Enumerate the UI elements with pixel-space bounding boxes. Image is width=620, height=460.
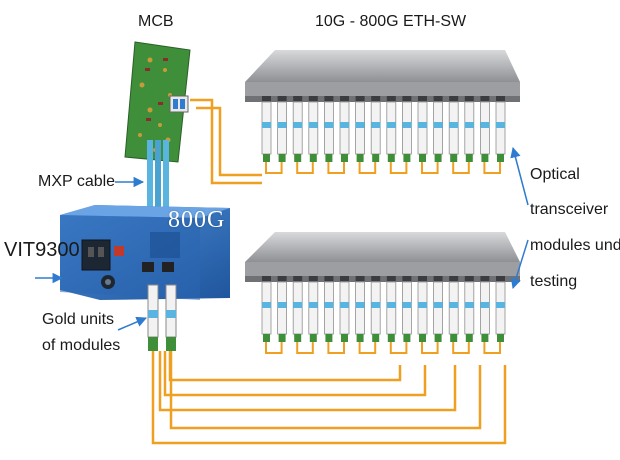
eth-switch-label: 10G - 800G ETH-SW xyxy=(315,13,467,30)
transceiver-module xyxy=(355,101,377,174)
switch-port xyxy=(355,276,365,281)
transceiver-module xyxy=(495,281,506,342)
switch-port xyxy=(464,276,474,281)
transceiver-module xyxy=(464,101,475,162)
arrow-icon xyxy=(35,146,529,331)
switch-port xyxy=(449,276,459,281)
fiber-connections xyxy=(151,98,507,445)
watermark-text: 800G xyxy=(168,207,226,233)
switch-port xyxy=(262,96,271,101)
mxp-cable-label: MXP cable xyxy=(38,173,116,190)
switch-port xyxy=(433,96,443,101)
switch-port xyxy=(449,96,459,101)
power-socket-icon xyxy=(81,239,111,271)
transceiver-module xyxy=(448,281,470,354)
transceiver-module xyxy=(386,281,408,354)
transceiver-module xyxy=(479,101,501,174)
transceiver-module xyxy=(261,101,283,174)
switch-port xyxy=(277,276,287,281)
vit9300-chassis xyxy=(60,205,230,300)
optical-label-line1: Optical xyxy=(530,166,580,183)
transceiver-modules-bottom xyxy=(261,281,506,354)
transceiver-module xyxy=(308,281,319,342)
gold-unit-modules xyxy=(147,284,177,351)
eth-switch-top xyxy=(245,50,520,102)
switch-port xyxy=(340,96,349,101)
mcb-board xyxy=(124,41,191,163)
switch-port xyxy=(371,276,381,281)
transceiver-module xyxy=(261,281,283,354)
transceiver-module xyxy=(339,281,350,342)
switch-port xyxy=(386,96,396,101)
switch-port xyxy=(496,276,505,281)
transceiver-module xyxy=(277,281,288,342)
transceiver-module xyxy=(464,281,475,342)
switch-port xyxy=(324,276,334,281)
fan-icon xyxy=(101,275,115,289)
gold-units-label-line1: Gold units xyxy=(42,311,115,328)
switch-port xyxy=(480,96,490,101)
gold-units-label-line2: of modules xyxy=(42,337,121,354)
transceiver-module xyxy=(355,281,377,354)
switch-port xyxy=(402,276,412,281)
transceiver-module xyxy=(495,101,506,162)
transceiver-module xyxy=(433,101,444,162)
switch-port xyxy=(308,276,318,281)
transceiver-module xyxy=(370,281,381,342)
switch-port xyxy=(433,276,443,281)
switch-port xyxy=(293,276,303,281)
transceiver-module xyxy=(308,101,319,162)
switch-port xyxy=(418,96,427,101)
optical-label-line4: testing xyxy=(530,273,578,290)
transceiver-module xyxy=(292,101,314,174)
switch-port xyxy=(277,96,287,101)
transceiver-module xyxy=(370,101,381,162)
switch-port xyxy=(386,276,396,281)
transceiver-module xyxy=(479,281,501,354)
switch-port xyxy=(340,276,349,281)
transceiver-module xyxy=(323,281,345,354)
transceiver-module xyxy=(401,101,412,162)
switch-port xyxy=(371,96,381,101)
switch-port xyxy=(308,96,318,101)
transceiver-module xyxy=(401,281,412,342)
transceiver-module xyxy=(339,101,350,162)
transceiver-module xyxy=(277,101,288,162)
transceiver-module xyxy=(417,101,439,174)
switch-port xyxy=(496,96,505,101)
transceiver-module xyxy=(292,281,314,354)
transceiver-module xyxy=(386,101,408,174)
transceiver-module xyxy=(433,281,444,342)
switch-port xyxy=(355,96,365,101)
vit9300-label: VIT9300 xyxy=(4,239,80,261)
mcb-label: MCB xyxy=(138,13,174,30)
switch-port xyxy=(262,276,271,281)
switch-port xyxy=(293,96,303,101)
transceiver-module xyxy=(417,281,439,354)
switch-port xyxy=(480,276,490,281)
switch-port xyxy=(402,96,412,101)
mxp-cable xyxy=(147,140,169,218)
switch-port xyxy=(324,96,334,101)
transceiver-module xyxy=(448,101,470,174)
switch-port xyxy=(418,276,427,281)
eth-switch-bottom xyxy=(245,232,520,282)
optical-label-line3: modules under xyxy=(530,237,620,254)
transceiver-modules-top xyxy=(261,101,506,174)
switch-port xyxy=(464,96,474,101)
transceiver-module xyxy=(323,101,345,174)
optical-label-line2: transceiver xyxy=(530,201,609,218)
